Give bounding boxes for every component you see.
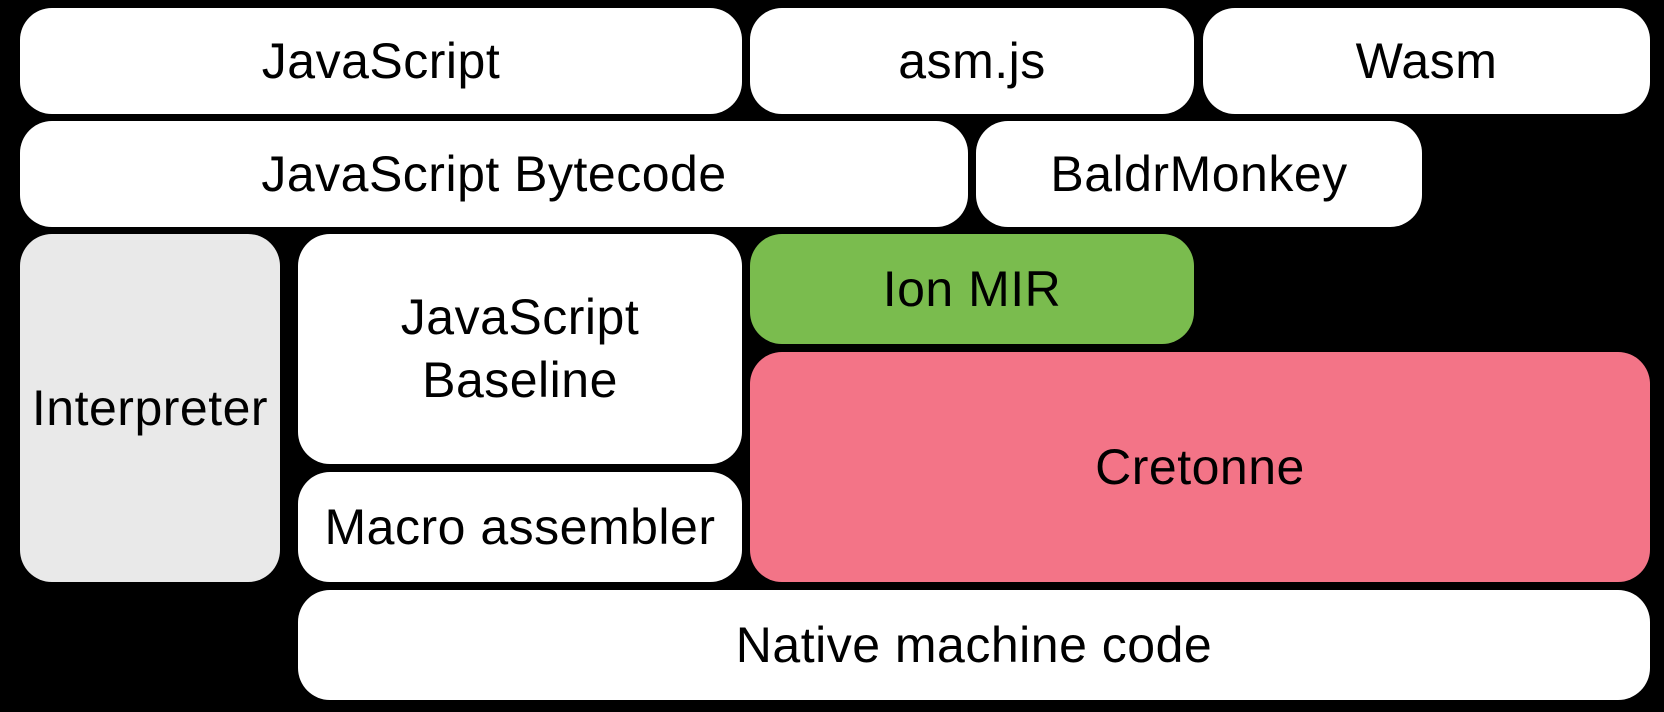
node-native-machine-code: Native machine code (298, 590, 1650, 700)
node-cretonne: Cretonne (750, 352, 1650, 582)
node-ion-mir: Ion MIR (750, 234, 1194, 344)
node-interpreter-label: Interpreter (31, 379, 269, 436)
node-wasm: Wasm (1203, 8, 1650, 114)
node-ion-mir-label: Ion MIR (882, 260, 1062, 317)
node-javascript-baseline: JavaScript Baseline (298, 234, 742, 464)
node-interpreter: Interpreter (20, 234, 280, 582)
node-javascript-bytecode: JavaScript Bytecode (20, 121, 968, 227)
node-javascript-baseline-label: JavaScript Baseline (400, 289, 640, 408)
node-wasm-label: Wasm (1355, 32, 1498, 89)
node-asmjs-label: asm.js (898, 32, 1046, 89)
node-native-machine-code-label: Native machine code (735, 616, 1213, 673)
node-baldrmonkey: BaldrMonkey (976, 121, 1422, 227)
node-baldrmonkey-label: BaldrMonkey (1050, 145, 1348, 202)
node-asmjs: asm.js (750, 8, 1194, 114)
node-macro-assembler: Macro assembler (298, 472, 742, 582)
node-javascript: JavaScript (20, 8, 742, 114)
node-javascript-label: JavaScript (261, 32, 501, 89)
node-javascript-bytecode-label: JavaScript Bytecode (261, 145, 727, 202)
node-macro-assembler-label: Macro assembler (324, 498, 716, 555)
node-cretonne-label: Cretonne (1095, 438, 1305, 495)
